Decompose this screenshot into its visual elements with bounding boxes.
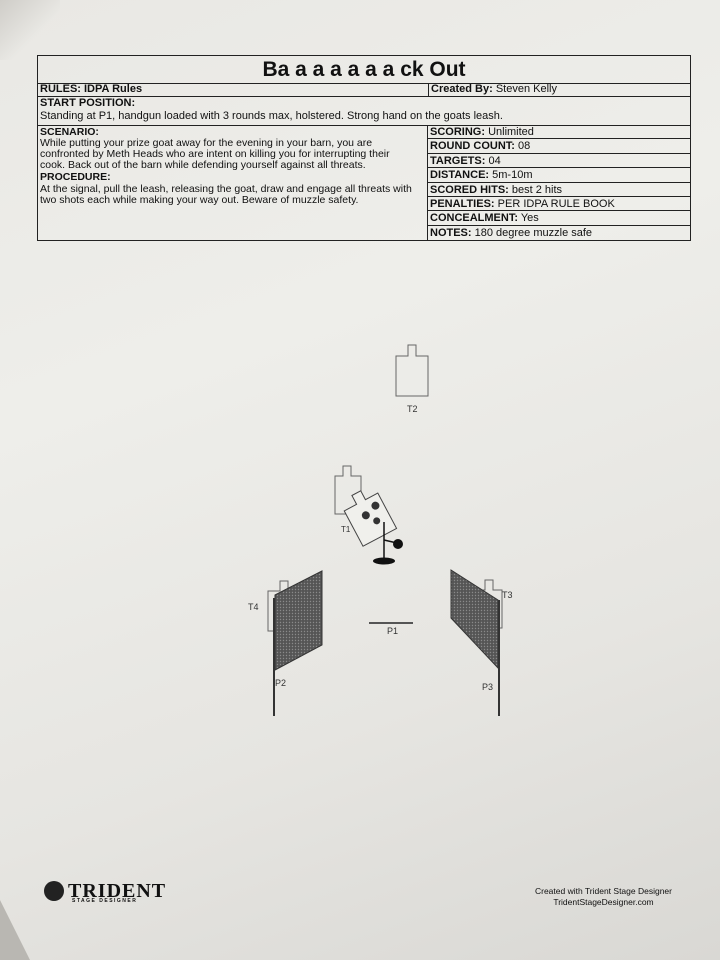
barn-wall-right: P3 — [450, 569, 500, 716]
stage-title: Ba a a a a a a ck Out — [38, 56, 690, 84]
page-fold — [0, 0, 60, 60]
detail-targets: TARGETS: 04 — [428, 154, 691, 169]
procedure-line: two shots each while making your way out… — [40, 194, 359, 206]
position-p1: P1 — [369, 622, 413, 636]
stage-info-card: Ba a a a a a a ck Out RULES: IDPA Rules … — [37, 55, 691, 241]
detail-concealment: CONCEALMENT: Yes — [428, 211, 691, 226]
stage-details: SCORING: Unlimited ROUND COUNT: 08 TARGE… — [427, 125, 691, 240]
trident-logo-icon — [44, 881, 64, 901]
target-t1-label: T1 — [341, 525, 351, 534]
detail-distance: DISTANCE: 5m-10m — [428, 168, 691, 183]
rules-row: RULES: IDPA Rules Created By: Steven Kel… — [38, 83, 690, 97]
barn-wall-left: P2 — [273, 570, 323, 716]
position-p2-label: P2 — [275, 678, 286, 688]
target-t4-label: T4 — [248, 602, 259, 612]
detail-penalties: PENALTIES: PER IDPA RULE BOOK — [428, 197, 691, 212]
target-t1: T1 — [334, 465, 403, 565]
detail-scoring: SCORING: Unlimited — [428, 125, 691, 140]
detail-scored-hits: SCORED HITS: best 2 hits — [428, 183, 691, 197]
footer-credit: Created with Trident Stage Designer Trid… — [534, 886, 672, 907]
scenario-line: cook. Back out of the barn while defendi… — [40, 159, 366, 171]
scenario-line: confronted by Meth Heads who are intent … — [40, 148, 390, 160]
trident-logo: TRIDENT STAGE DESIGNER — [44, 880, 174, 904]
target-t2-label: T2 — [407, 404, 418, 414]
detail-round-count: ROUND COUNT: 08 — [428, 139, 691, 154]
start-position-row: START POSITION: Standing at P1, handgun … — [38, 96, 690, 126]
rules-text: RULES: IDPA Rules — [40, 83, 143, 95]
position-p1-label: P1 — [387, 626, 398, 636]
scenario-procedure: SCENARIO: While putting your prize goat … — [38, 125, 427, 240]
start-position-label: START POSITION: — [40, 97, 136, 109]
created-by: Created By: Steven Kelly — [428, 83, 557, 96]
scenario-label: SCENARIO: — [40, 126, 99, 138]
scenario-line: While putting your prize goat away for t… — [40, 137, 373, 149]
target-t2: T2 — [395, 344, 429, 414]
position-p3-label: P3 — [482, 682, 493, 692]
start-position-text: Standing at P1, handgun loaded with 3 ro… — [40, 110, 503, 122]
detail-notes: NOTES: 180 degree muzzle safe — [430, 226, 593, 239]
target-t3-label: T3 — [502, 590, 513, 600]
procedure-label: PROCEDURE: — [40, 171, 111, 183]
procedure-line: At the signal, pull the leash, releasing… — [40, 183, 412, 195]
